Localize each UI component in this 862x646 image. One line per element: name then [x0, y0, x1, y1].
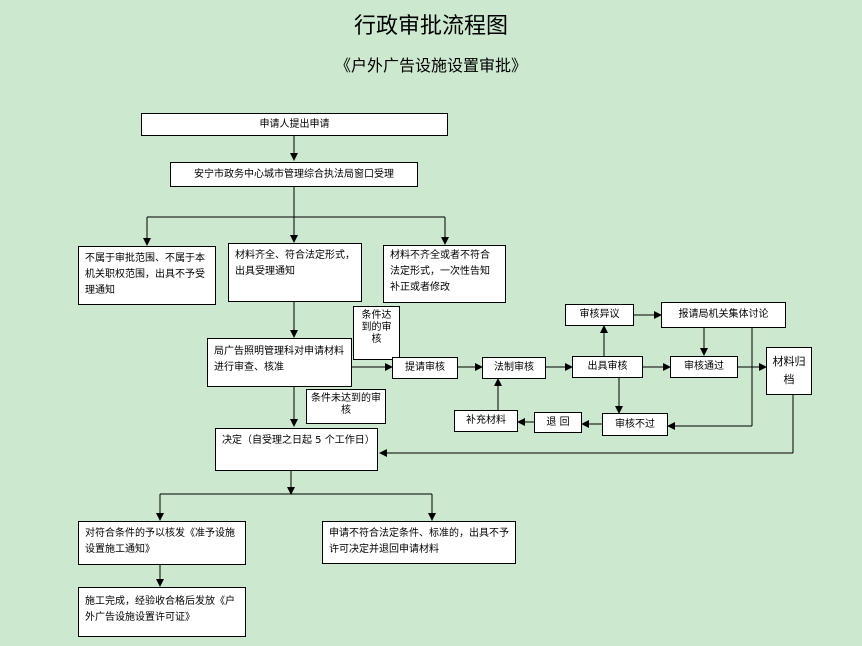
label-cond-not-met: 条件未达到的审核 [306, 389, 386, 424]
node-apply: 申请人提出申请 [141, 113, 448, 136]
node-review-fail: 审核不过 [602, 413, 668, 436]
node-issue-review: 出具审核 [572, 356, 643, 378]
page-title: 行政审批流程图 [353, 14, 508, 39]
node-decision: 决定（自受理之日起 5 个工作日） [215, 428, 378, 471]
node-supplement: 补充材料 [454, 410, 518, 432]
node-review-objection: 审核异议 [565, 304, 634, 326]
node-review-pass: 审核通过 [670, 356, 738, 378]
node-archive: 材料归档 [766, 347, 812, 395]
label-cond-met: 条件达到的审核 [353, 306, 400, 360]
page-subtitle: 《户外广告设施设置审批》 [334, 56, 527, 75]
node-reject: 申请不符合法定条件、标准的，出具不予许可决定并退回申请材料 [322, 521, 516, 564]
node-collective: 报请局机关集体讨论 [661, 302, 786, 328]
node-return: 退 回 [534, 412, 582, 433]
node-incomplete: 材料不齐全或者不符合法定形式，一次性告知补正或者修改 [383, 245, 506, 303]
node-window: 安宁市政务中心城市管理综合执法局窗口受理 [170, 162, 418, 187]
node-review: 局广告照明管理科对申请材料进行审查、核准 [207, 338, 352, 387]
node-accepted: 材料齐全、符合法定形式，出具受理通知 [228, 243, 362, 302]
node-approve: 对符合条件的予以核发《准予设施设置施工通知》 [78, 521, 246, 565]
node-submit-review: 提请审核 [392, 357, 458, 379]
node-legal-review: 法制审核 [482, 357, 546, 379]
node-complete: 施工完成，经验收合格后发放《户外广告设施设置许可证》 [78, 587, 246, 637]
node-not-scope: 不属于审批范围、不属于本机关职权范围，出具不予受理通知 [78, 246, 216, 305]
